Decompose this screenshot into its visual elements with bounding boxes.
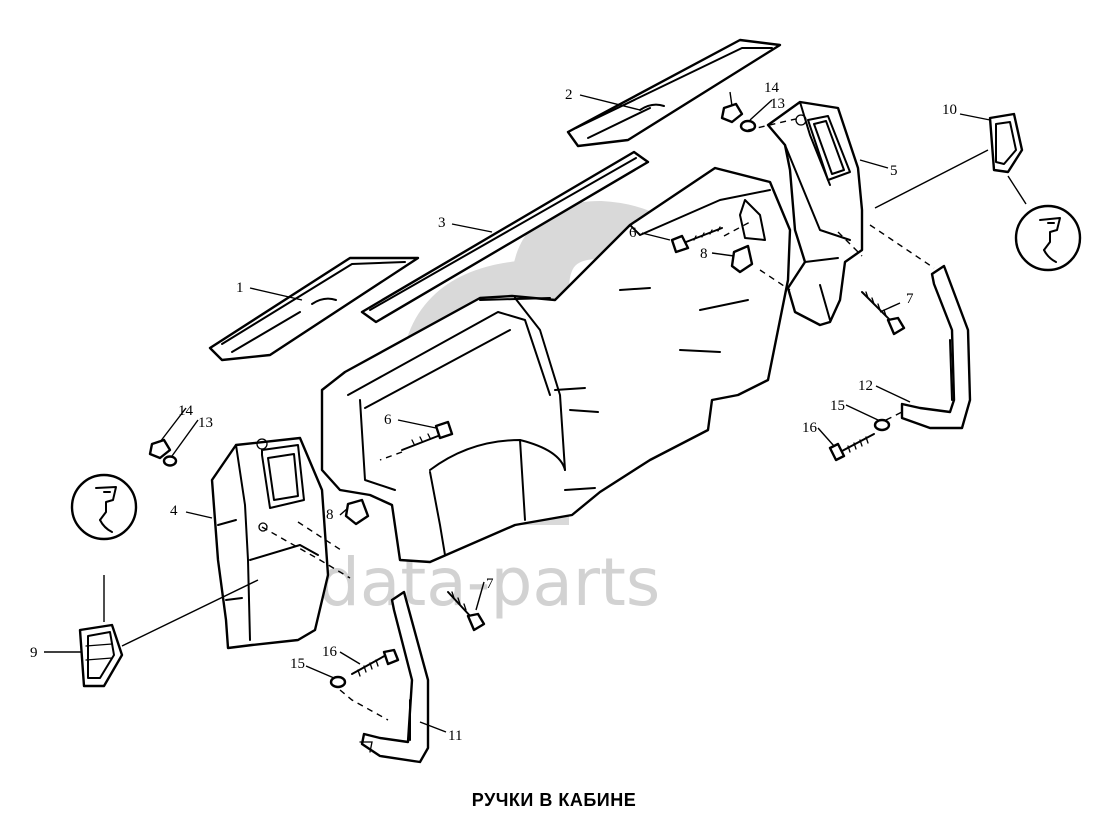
part-8-clip-left[interactable]	[344, 498, 370, 526]
detail-view-left	[70, 473, 138, 541]
part-9-handle-cover-left[interactable]	[78, 623, 124, 688]
diagram-caption: РУЧКИ В КАБИНЕ	[472, 790, 636, 810]
part-13-washer-left[interactable]	[162, 455, 178, 467]
part-7-bolt-right[interactable]	[861, 291, 906, 336]
part-16-bolt-left[interactable]	[351, 648, 400, 677]
part-15-washer-right[interactable]	[873, 418, 891, 432]
callout-14-left: 14	[178, 403, 194, 419]
callout-9: 9	[30, 645, 38, 661]
callout-13-left: 13	[198, 415, 213, 431]
part-7-bolt-left[interactable]	[447, 591, 486, 632]
callout-15-left: 15	[290, 656, 305, 672]
part-1-grab-handle-left[interactable]	[208, 256, 420, 362]
part-8-clip-top[interactable]	[730, 244, 754, 274]
watermark-text: data-parts	[318, 544, 660, 621]
leader-lines	[44, 91, 991, 733]
callout-8-top: 8	[700, 246, 708, 262]
callout-6-middle: 6	[384, 412, 392, 428]
callout-12: 12	[858, 378, 873, 394]
callout-7-left: 7	[486, 576, 494, 592]
part-10-handle-cover-right[interactable]	[988, 112, 1024, 174]
callout-6-top: 6	[629, 225, 637, 241]
callout-5: 5	[890, 163, 898, 179]
part-15-washer-left[interactable]	[329, 675, 347, 689]
callout-14-top: 14	[764, 80, 780, 96]
callout-10: 10	[942, 102, 957, 118]
part-6-screw-top[interactable]	[670, 226, 723, 254]
part-6-screw-middle[interactable]	[401, 420, 454, 451]
part-14-nut-top[interactable]	[720, 102, 744, 124]
part-12-grab-handle-lower-right[interactable]	[900, 264, 972, 430]
callout-16-left: 16	[322, 644, 338, 660]
callout-8-left: 8	[326, 507, 334, 523]
callout-4: 4	[170, 503, 178, 519]
callout-3: 3	[438, 215, 446, 231]
part-14-nut-left[interactable]	[148, 438, 172, 460]
callout-7-right: 7	[906, 291, 914, 307]
callouts: 1 2 3 4 5 6 6 7 7 8 8 9 10 11 12 13 13 1…	[30, 80, 957, 744]
detail-view-right	[1014, 204, 1082, 272]
part-2-grab-handle-right[interactable]	[566, 38, 782, 148]
part-3-grab-rail[interactable]	[360, 150, 650, 324]
callout-11: 11	[448, 728, 462, 744]
callout-13-top: 13	[770, 96, 785, 112]
part-4-bracket-left[interactable]	[210, 436, 330, 650]
assembly-lines	[103, 117, 1027, 721]
dashboard-panel	[320, 166, 792, 564]
part-16-bolt-right[interactable]	[828, 433, 875, 462]
callout-1: 1	[236, 280, 244, 296]
part-11-grab-handle-lower-left[interactable]	[359, 590, 430, 764]
part-5-bracket-right[interactable]	[766, 100, 864, 327]
callout-16-right: 16	[802, 420, 818, 436]
callout-15-right: 15	[830, 398, 845, 414]
callout-2: 2	[565, 87, 573, 103]
